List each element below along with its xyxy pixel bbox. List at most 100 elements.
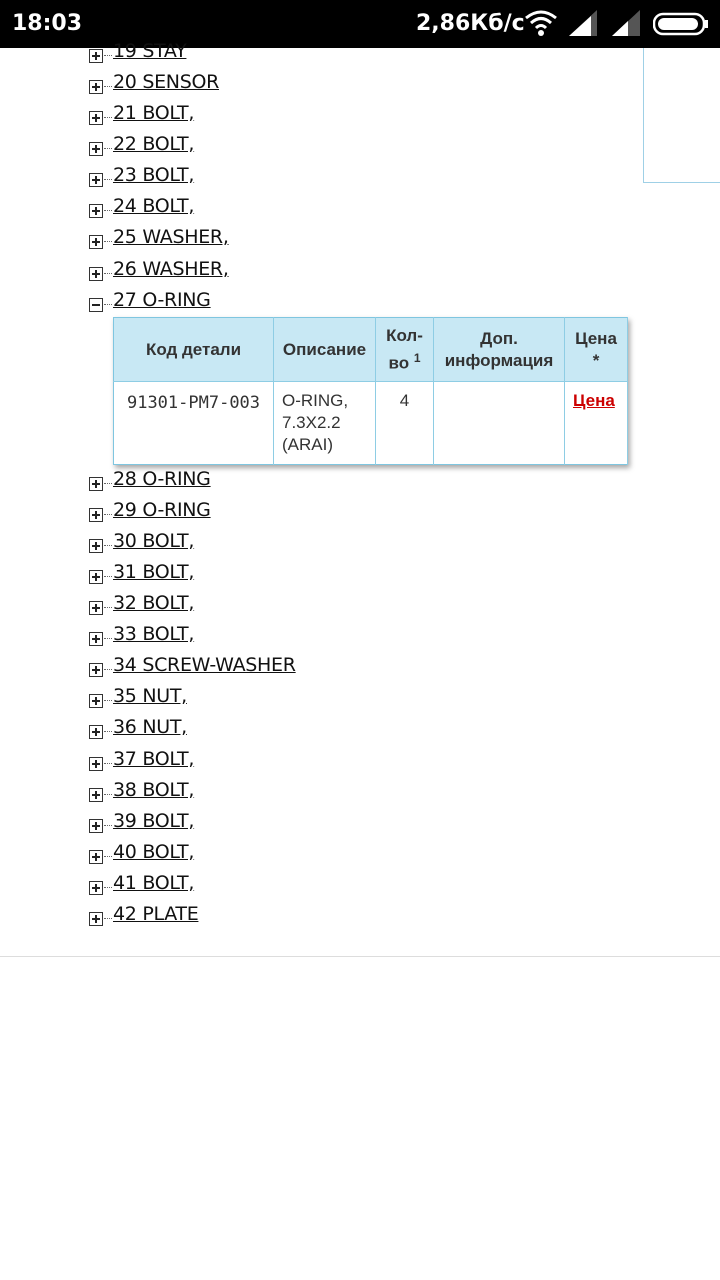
expand-icon[interactable] [89,632,103,646]
tree-item-link[interactable]: 41 BOLT, [113,872,195,894]
tree-connector [104,607,112,609]
expand-icon[interactable] [89,788,103,802]
signal-icon [610,8,642,42]
tree-item-link[interactable]: 35 NUT, [113,685,187,707]
tree-connector [104,731,112,733]
expand-icon[interactable] [89,49,103,63]
side-panel [643,48,720,183]
status-bar: 18:03 2,86Кб/с [0,0,720,48]
parts-table: Код детали Описание Кол- во 1 Доп. инфор… [113,317,628,465]
tree-item-link[interactable]: 20 SENSOR [113,71,220,93]
tree-connector [104,55,112,57]
tree-item-link[interactable]: 34 SCREW-WASHER [113,654,296,676]
expand-icon[interactable] [89,725,103,739]
tree-item-link[interactable]: 30 BOLT, [113,530,195,552]
header-price: Цена * [564,317,628,382]
tree-item-link[interactable]: 33 BOLT, [113,623,195,645]
expand-icon[interactable] [89,819,103,833]
tree-item-link[interactable]: 25 WASHER, [113,226,229,248]
header-qty-line2: во [388,353,410,373]
part-code: 91301-PM7-003 [113,381,274,465]
table-header-row: Код детали Описание Кол- во 1 Доп. инфор… [113,317,628,382]
signal-icon [567,8,599,42]
header-description: Описание [273,317,376,382]
price-link[interactable]: Цена [573,391,615,410]
expand-icon[interactable] [89,912,103,926]
expand-icon[interactable] [89,508,103,522]
tree-connector [104,210,112,212]
tree-item-link[interactable]: 31 BOLT, [113,561,195,583]
tree-connector [104,148,112,150]
expand-icon[interactable] [89,663,103,677]
expand-icon[interactable] [89,204,103,218]
tree-item-link[interactable]: 23 BOLT, [113,164,195,186]
tree-connector [104,825,112,827]
expand-icon[interactable] [89,539,103,553]
tree-connector [104,241,112,243]
tree-item-link[interactable]: 38 BOLT, [113,779,195,801]
part-description-line1: O-RING, [282,391,349,410]
tree-connector [104,273,112,275]
tree-item-link[interactable]: 36 NUT, [113,716,187,738]
tree-item-link[interactable]: 29 O-RING [113,499,211,521]
tree-connector [104,794,112,796]
expand-icon[interactable] [89,80,103,94]
expand-icon[interactable] [89,267,103,281]
tree-item-link[interactable]: 40 BOLT, [113,841,195,863]
tree-item-link[interactable]: 37 BOLT, [113,748,195,770]
tree-connector [104,514,112,516]
tree-item-link[interactable]: 19 STAY [113,40,187,62]
divider [0,956,720,957]
expand-icon[interactable] [89,173,103,187]
part-description: O-RING, 7.3X2.2 (ARAI) [273,381,376,465]
expand-icon[interactable] [89,477,103,491]
tree-connector [104,700,112,702]
table-row: 91301-PM7-003 O-RING, 7.3X2.2 (ARAI) 4 Ц… [113,381,628,465]
tree-item-link[interactable]: 39 BOLT, [113,810,195,832]
tree-item-link[interactable]: 21 BOLT, [113,102,195,124]
tree-connector [104,576,112,578]
tree-item-link[interactable]: 28 O-RING [113,468,211,490]
expand-icon[interactable] [89,570,103,584]
expand-icon[interactable] [89,694,103,708]
tree-connector [104,545,112,547]
expand-icon[interactable] [89,111,103,125]
tree-connector [104,86,112,88]
tree-connector [104,304,112,306]
tree-item-link[interactable]: 24 BOLT, [113,195,195,217]
expand-icon[interactable] [89,757,103,771]
header-info-line1: Доп. [480,328,518,348]
tree-connector [104,763,112,765]
expand-icon[interactable] [89,881,103,895]
tree-item-link[interactable]: 26 WASHER, [113,258,229,280]
network-speed: 2,86Кб/с [416,11,525,36]
collapse-icon[interactable] [89,298,103,312]
tree-item-link[interactable]: 27 O-RING [113,289,211,311]
expand-icon[interactable] [89,850,103,864]
header-qty: Кол- во 1 [375,317,434,382]
header-info-line2: информация [444,350,554,370]
header-code-label: Код детали [145,339,242,359]
tree-item-link[interactable]: 32 BOLT, [113,592,195,614]
part-price: Цена [564,381,628,465]
tree-item-link[interactable]: 22 BOLT, [113,133,195,155]
part-qty: 4 [375,381,434,465]
header-price-line2: * [592,350,600,370]
part-description-line2: 7.3X2.2 [282,413,341,432]
tree-item-link[interactable]: 42 PLATE [113,903,199,925]
header-qty-footnote: 1 [413,350,421,365]
tree-connector [104,179,112,181]
tree-connector [104,669,112,671]
wifi-icon [524,8,558,42]
header-price-line1: Цена [575,328,617,348]
tree-connector [104,856,112,858]
expand-icon[interactable] [89,601,103,615]
expand-icon[interactable] [89,235,103,249]
tree-connector [104,483,112,485]
status-time: 18:03 [12,11,83,36]
tree-connector [104,887,112,889]
battery-icon [652,12,709,40]
part-info [433,381,565,465]
tree-connector [104,117,112,119]
expand-icon[interactable] [89,142,103,156]
